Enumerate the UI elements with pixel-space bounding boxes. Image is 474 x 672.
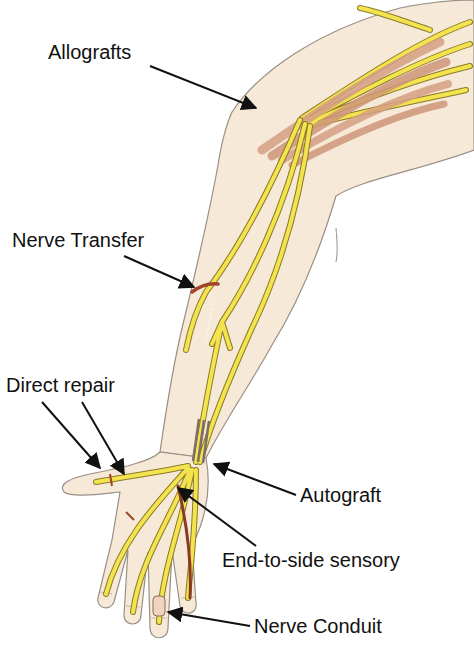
leader-arrow — [124, 256, 194, 287]
leader-arrows — [42, 66, 296, 626]
leader-arrow — [214, 464, 296, 495]
leader-arrow — [150, 66, 256, 108]
leader-arrow — [82, 402, 124, 474]
label-text: Autograft — [298, 483, 383, 507]
nerve — [186, 120, 310, 462]
dotted-course — [206, 300, 214, 340]
label-text: Nerve Transfer — [10, 228, 146, 252]
label-text: End-to-side sensory — [220, 548, 402, 572]
hand-outline — [62, 452, 208, 638]
nerve-conduit — [153, 596, 165, 616]
leader-arrow — [42, 402, 100, 468]
nerve — [186, 120, 310, 462]
end-to-side — [178, 486, 190, 598]
label-text: Nerve Conduit — [252, 614, 384, 638]
leader-arrow — [168, 612, 250, 626]
allograft — [292, 104, 444, 165]
leader-arrow — [178, 488, 256, 546]
armpit-line — [336, 228, 337, 262]
direct-repair — [110, 474, 134, 520]
label-text: Allografts — [46, 40, 133, 64]
autograft — [193, 419, 199, 461]
arm-nerves — [186, 120, 310, 462]
autograft-cables — [193, 419, 209, 463]
nerve-transfer — [192, 284, 218, 292]
label-text: Direct repair — [4, 373, 117, 397]
autograft — [203, 421, 209, 463]
